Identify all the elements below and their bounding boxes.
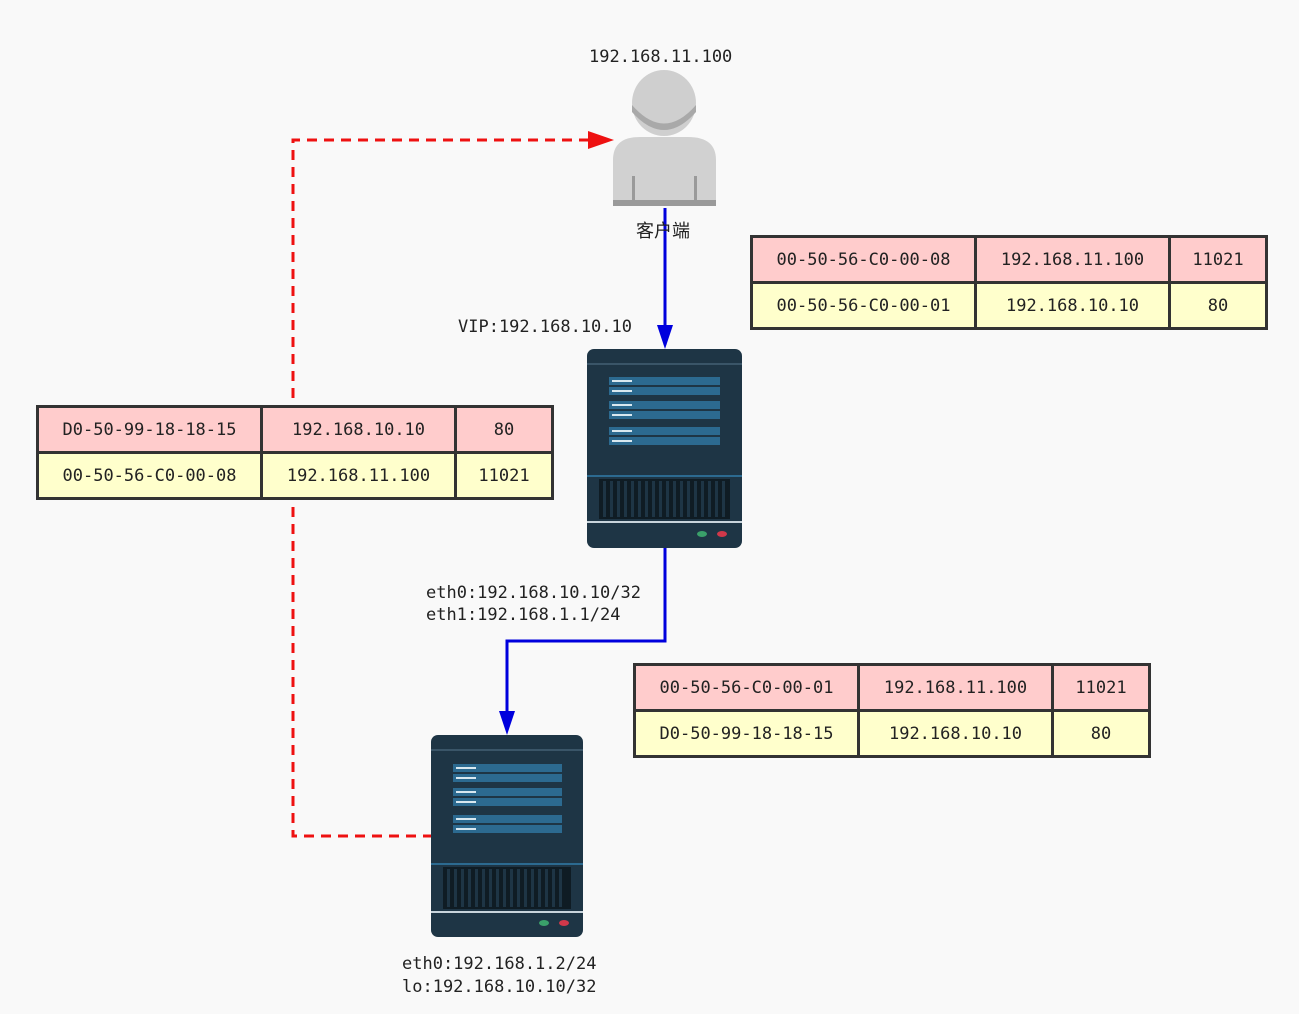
dst-mac-cell: D0-50-99-18-18-15	[633, 709, 860, 758]
src-ip-cell: 192.168.10.10	[260, 405, 457, 454]
server-icon	[431, 735, 583, 937]
client-name-label: 客户端	[636, 221, 690, 242]
dst-ip-cell: 192.168.10.10	[974, 281, 1171, 330]
response-path	[291, 138, 590, 838]
src-mac-cell: D0-50-99-18-18-15	[36, 405, 263, 454]
client-ip-label: 192.168.11.100	[589, 47, 733, 67]
realserver-eth0-label: eth0:192.168.1.2/24	[402, 954, 597, 974]
dst-mac-cell: 00-50-56-C0-00-01	[750, 281, 977, 330]
src-port-cell: 11021	[1168, 235, 1268, 284]
dst-mac-cell: 00-50-56-C0-00-08	[36, 451, 263, 500]
packet-table-client-to-director: 00-50-56-C0-00-08 192.168.11.100 11021 0…	[750, 235, 1268, 330]
director-eth0-label: eth0:192.168.10.10/32	[426, 583, 641, 603]
server-icon	[587, 349, 742, 548]
request-arrowhead-1	[657, 325, 673, 349]
table-row: D0-50-99-18-18-15 192.168.10.10 80	[633, 709, 1151, 758]
table-row: 00-50-56-C0-00-08 192.168.11.100 11021	[750, 235, 1268, 284]
table-row: 00-50-56-C0-00-01 192.168.10.10 80	[750, 281, 1268, 330]
response-arrowhead	[588, 131, 614, 149]
user-icon	[613, 70, 716, 206]
packet-table-director-to-realserver: 00-50-56-C0-00-01 192.168.11.100 11021 D…	[633, 663, 1151, 758]
dst-port-cell: 80	[1051, 709, 1151, 758]
table-row: 00-50-56-C0-00-01 192.168.11.100 11021	[633, 663, 1151, 712]
src-port-cell: 11021	[1051, 663, 1151, 712]
request-arrowhead-2	[499, 711, 515, 735]
table-row: 00-50-56-C0-00-08 192.168.11.100 11021	[36, 451, 554, 500]
dst-port-cell: 80	[1168, 281, 1268, 330]
dst-ip-cell: 192.168.10.10	[857, 709, 1054, 758]
table-row: D0-50-99-18-18-15 192.168.10.10 80	[36, 405, 554, 454]
packet-table-realserver-to-client: D0-50-99-18-18-15 192.168.10.10 80 00-50…	[36, 405, 554, 500]
src-ip-cell: 192.168.11.100	[857, 663, 1054, 712]
src-ip-cell: 192.168.11.100	[974, 235, 1171, 284]
director-vip-label: VIP:192.168.10.10	[458, 317, 632, 337]
director-eth1-label: eth1:192.168.1.1/24	[426, 605, 621, 625]
src-mac-cell: 00-50-56-C0-00-01	[633, 663, 860, 712]
src-port-cell: 80	[454, 405, 554, 454]
src-mac-cell: 00-50-56-C0-00-08	[750, 235, 977, 284]
dst-ip-cell: 192.168.11.100	[260, 451, 457, 500]
realserver-lo-label: lo:192.168.10.10/32	[402, 977, 597, 997]
request-path-director-to-realserver	[505, 548, 667, 730]
dst-port-cell: 11021	[454, 451, 554, 500]
